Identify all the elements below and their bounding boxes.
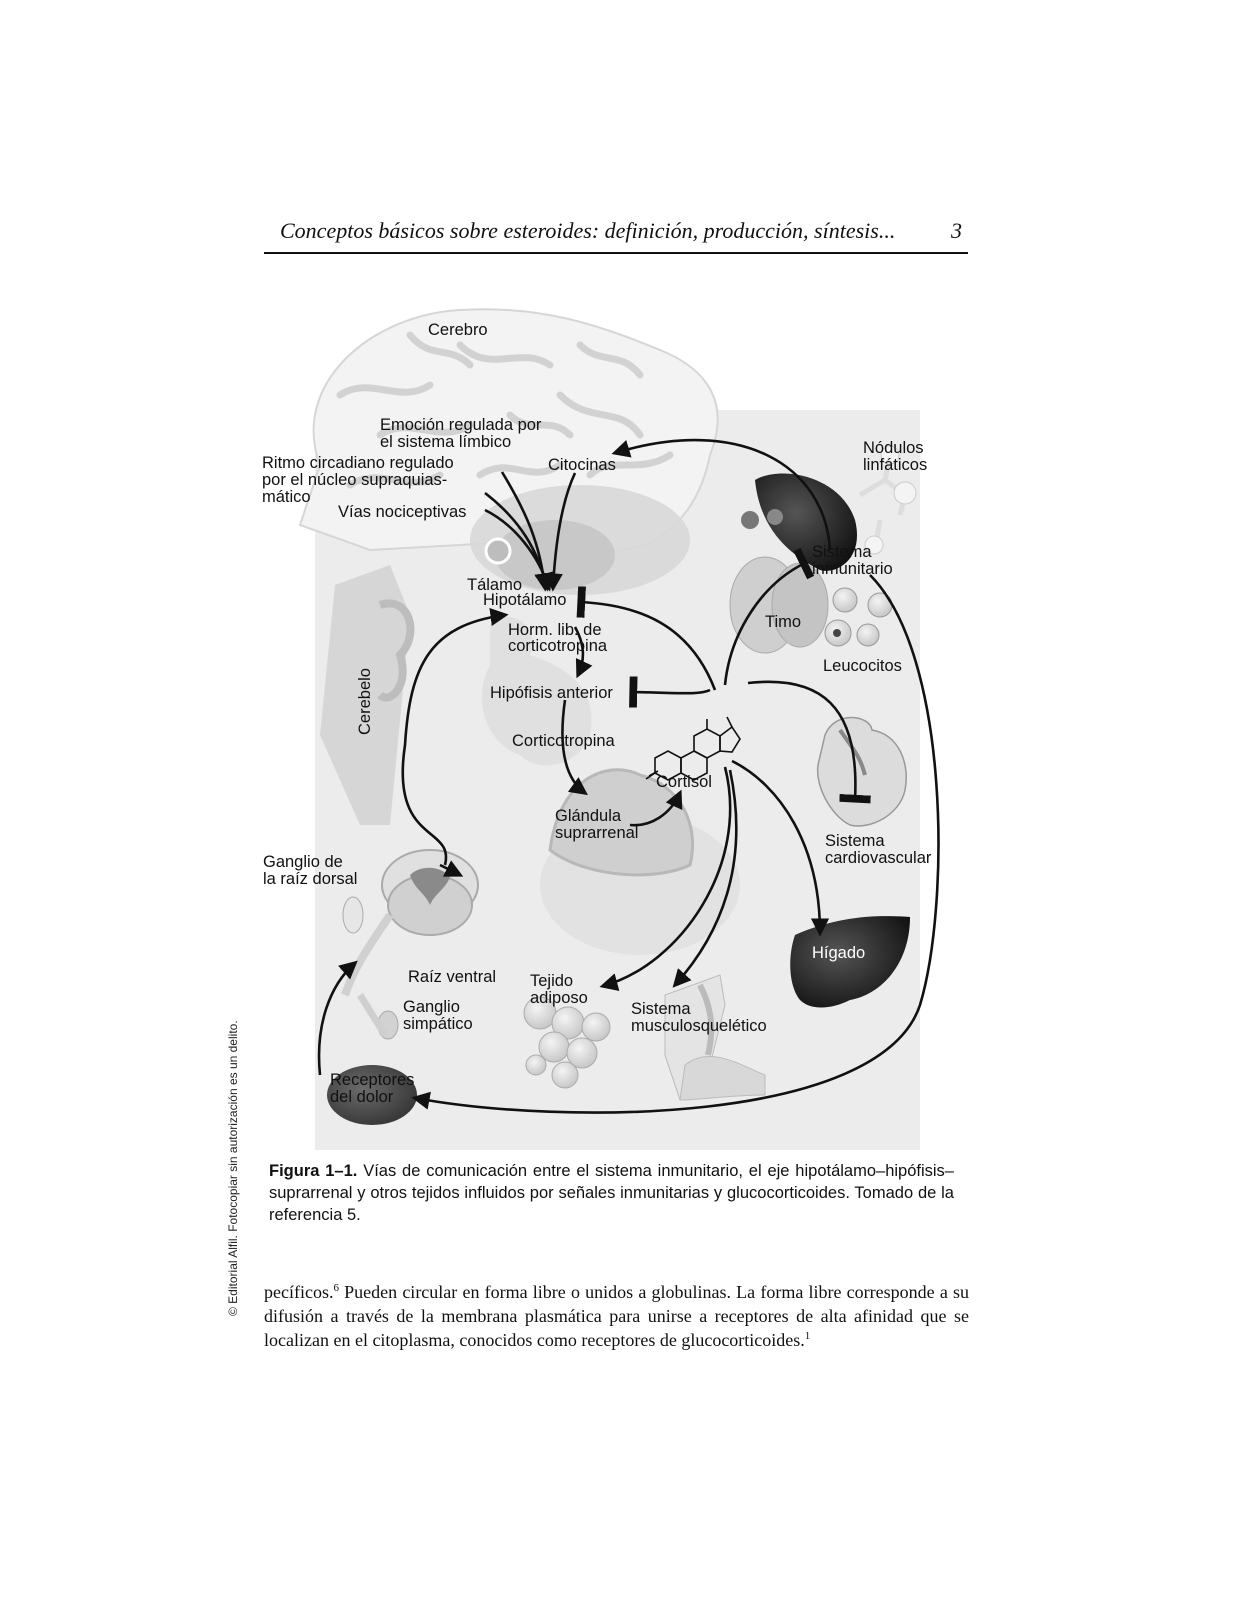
body-paragraph: pecíficos.6 Pueden circular en forma lib… [264,1280,969,1352]
label-vias: Vías nociceptivas [338,503,466,521]
label-ganglio-simpatico-1: Ganglio [403,998,460,1016]
label-nodulos-1: Nódulos [863,439,924,457]
label-hipofisis: Hipófisis anterior [490,684,613,702]
label-raiz-ventral: Raíz ventral [408,968,496,986]
liver-illustration [790,916,910,1008]
label-cardio-1: Sistema [825,832,885,850]
label-corticotropina: Corticotropina [512,732,616,750]
running-title: Conceptos básicos sobre esteroides: defi… [280,218,896,243]
label-sistema-inmunitario-1: Sistema [812,543,872,561]
label-glandula-2: suprarrenal [555,824,638,842]
label-ganglio-raiz-1: Ganglio de [263,853,343,871]
label-ganglio-simpatico-2: simpático [403,1015,473,1033]
label-musculo-2: musculosquelético [631,1017,767,1035]
label-leucocitos: Leucocitos [823,657,902,675]
body-text-part-2: Pueden circular en forma libre o unidos … [264,1282,969,1350]
label-ritmo-3: mático [262,488,311,506]
label-ritmo-2: por el núcleo supraquias- [262,471,447,489]
label-timo: Timo [765,613,801,631]
caption-label: Figura 1–1. [269,1162,358,1180]
label-hipotalamo: Hipotálamo [483,591,566,609]
figure-labels: Cerebro Emoción regulada por el sistema … [262,321,932,1106]
figure-caption: Figura 1–1. Vías de comunicación entre e… [269,1160,954,1226]
pathway-arrows [317,438,940,1114]
label-emocion-1: Emoción regulada por [380,416,542,434]
label-ganglio-raiz-2: la raíz dorsal [263,870,357,888]
label-cerebro: Cerebro [428,321,488,339]
running-header: Conceptos básicos sobre esteroides: defi… [264,218,968,254]
label-receptores-2: del dolor [330,1088,394,1106]
label-horm-1: Horm. lib. de [508,621,602,639]
label-nodulos-2: linfáticos [863,456,927,474]
label-tejido-1: Tejido [530,972,573,990]
label-musculo-1: Sistema [631,1000,691,1018]
figure-illustration: Cerebro Emoción regulada por el sistema … [262,308,940,1150]
label-cardio-2: cardiovascular [825,849,932,867]
musculoskeletal-illustration [664,974,766,1101]
immune-illustration [729,445,917,654]
label-higado: Hígado [812,944,865,962]
label-glandula-1: Glándula [555,807,622,825]
reference-superscript: 1 [804,1330,811,1342]
caption-text: Vías de comunicación entre el sistema in… [269,1162,954,1224]
label-receptores-1: Receptores [330,1071,414,1089]
figure-1-1: Cerebro Emoción regulada por el sistema … [260,305,980,1155]
label-talamo: Tálamo [467,576,522,594]
label-cortisol: Cortisol [656,773,712,791]
page-number: 3 [951,218,962,243]
label-cerebelo: Cerebelo [356,668,374,735]
adrenal-gland-illustration [540,768,740,955]
label-emocion-2: el sistema límbico [380,433,511,451]
copyright-side-note: © Editorial Alfil. Fotocopiar sin autori… [226,1020,240,1316]
pain-receptor-illustration [327,1065,417,1125]
adipose-illustration [523,996,611,1089]
reference-superscript: 6 [333,1282,339,1294]
label-citocinas: Citocinas [548,456,616,474]
label-tejido-2: adiposo [530,989,588,1007]
brain-illustration [298,308,719,825]
body-text-part-1: pecíficos. [264,1282,334,1302]
spinal-cord-illustration [341,849,479,1040]
label-ritmo-1: Ritmo circadiano regulado [262,454,454,472]
label-horm-2: corticotropina [508,637,608,655]
label-sistema-inmunitario-2: inmunitario [812,560,893,578]
cortisol-molecule-icon [645,716,741,781]
